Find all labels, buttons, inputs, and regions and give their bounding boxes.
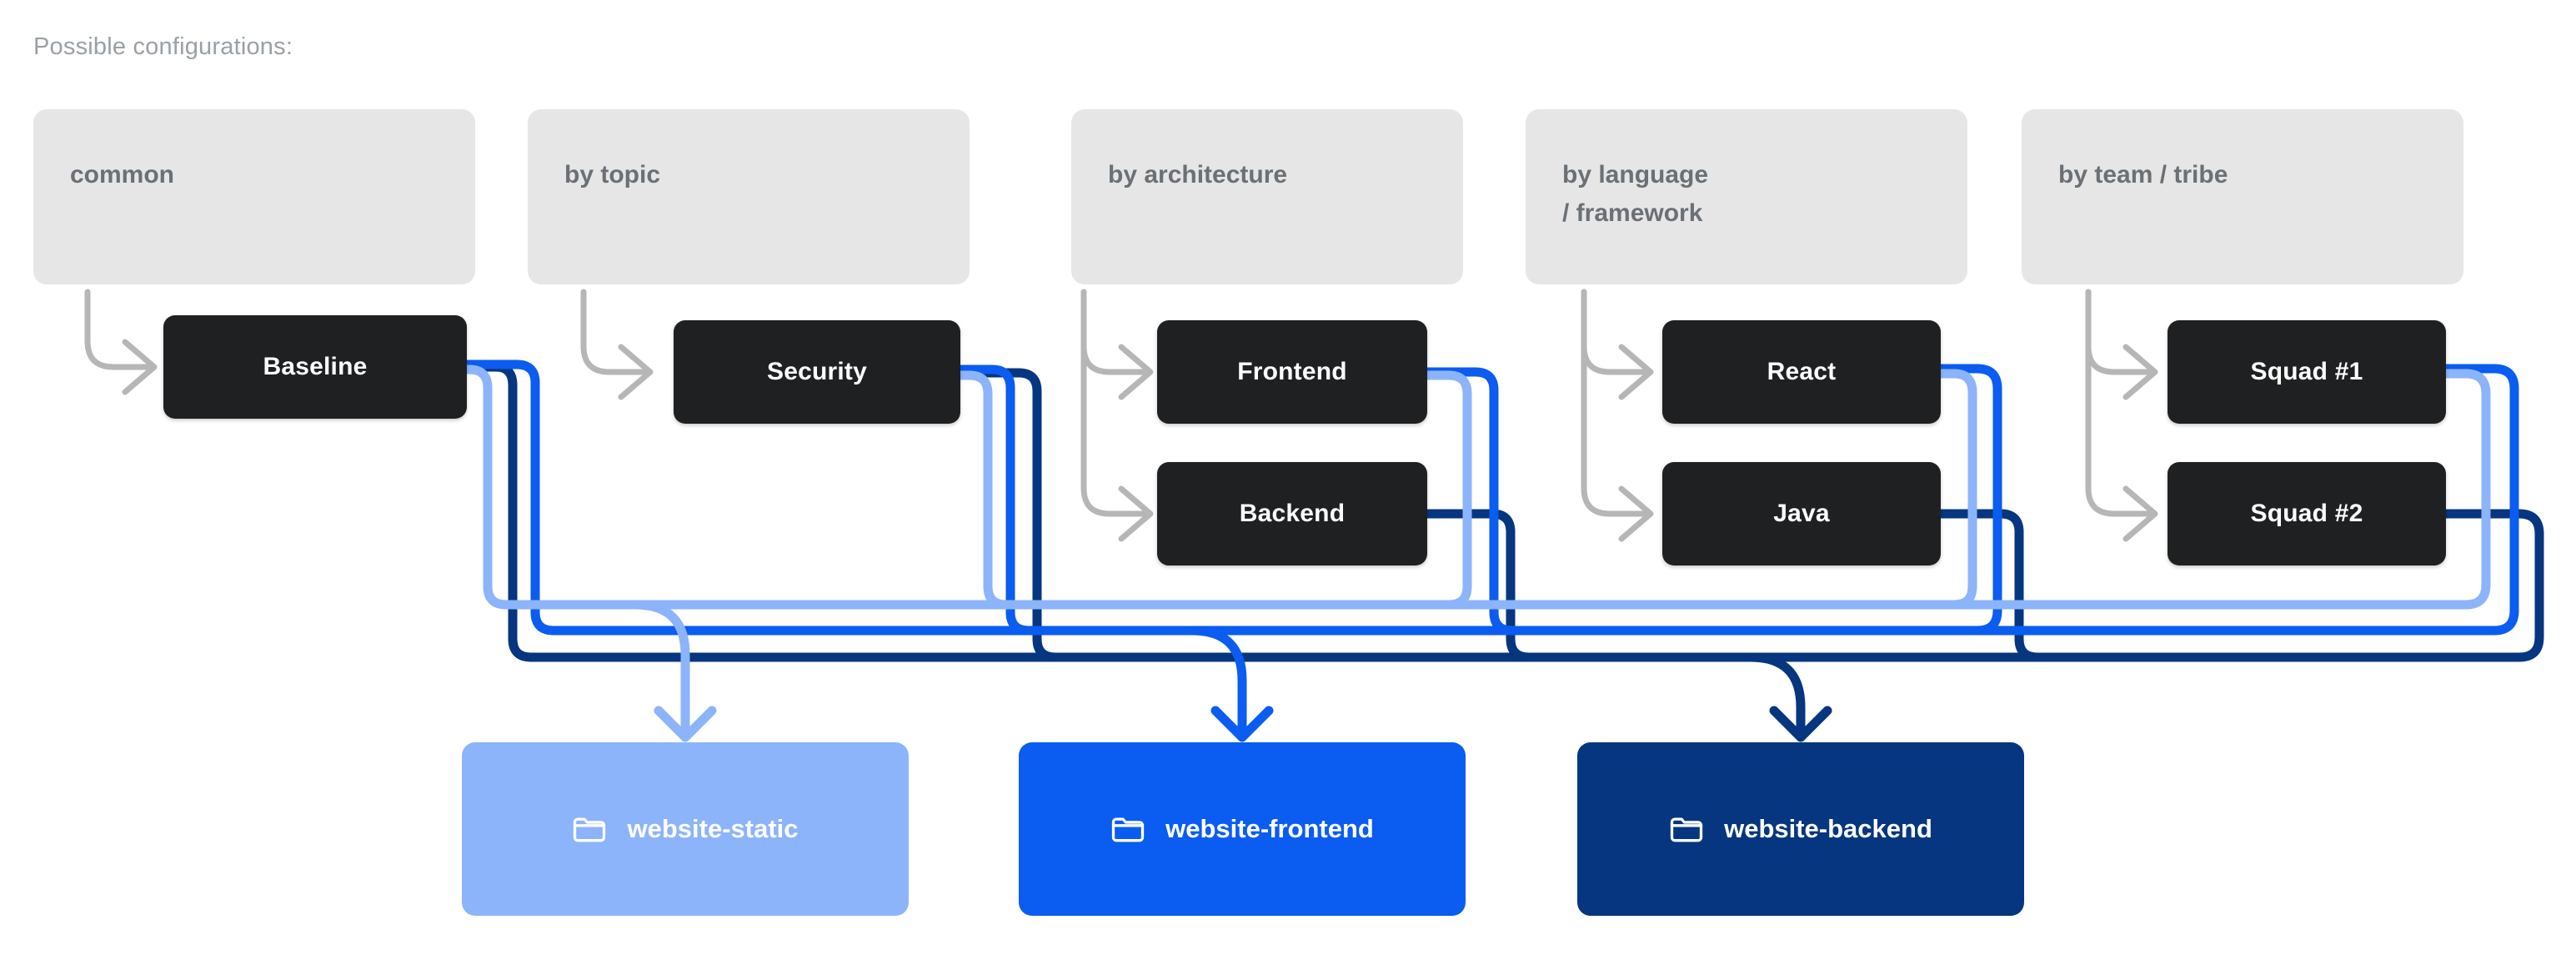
group-label-by-architecture: by architecture	[1108, 161, 1288, 188]
node-label-squad-1: Squad #1	[2250, 358, 2363, 385]
grey-arrow-by-language-java	[1581, 289, 1654, 542]
node-label-squad-2: Squad #2	[2250, 500, 2363, 527]
grey-arrow-by-topic	[580, 289, 654, 400]
node-label-react: React	[1767, 358, 1837, 385]
repo-website-frontend[interactable]: website-frontend	[1019, 742, 1466, 916]
repo-website-static[interactable]: website-static	[462, 742, 909, 916]
folder-icon	[1670, 817, 1703, 842]
node-label-frontend: Frontend	[1237, 358, 1347, 385]
node-frontend[interactable]: Frontend	[1157, 320, 1427, 424]
arrowhead-website-static	[654, 706, 717, 742]
group-card-common: common	[33, 109, 475, 284]
node-label-backend: Backend	[1239, 500, 1346, 527]
wire-bright-blue-merge-drop	[1187, 626, 1247, 739]
node-react[interactable]: React	[1662, 320, 1941, 424]
node-squad-2[interactable]: Squad #2	[2168, 462, 2446, 565]
node-squad-1[interactable]: Squad #1	[2168, 320, 2446, 424]
wire-baseline-to-website-backend	[462, 362, 1806, 662]
repo-label-website-frontend: website-frontend	[1165, 814, 1374, 843]
group-label-by-topic: by topic	[564, 161, 661, 188]
folder-icon	[1111, 817, 1145, 842]
node-backend[interactable]: Backend	[1157, 462, 1427, 565]
group-label-by-language: by language / framework	[1562, 161, 1709, 227]
node-security[interactable]: Security	[674, 320, 960, 424]
node-label-baseline: Baseline	[263, 353, 368, 380]
group-label-by-team: by team / tribe	[2058, 161, 2228, 188]
group-card-by-team: by team / tribe	[2022, 109, 2463, 284]
repo-label-website-backend: website-backend	[1724, 814, 1932, 843]
wire-navy-merge-drop	[1746, 652, 1806, 739]
repo-label-website-static: website-static	[627, 814, 799, 843]
folder-icon	[574, 817, 606, 842]
repo-website-backend[interactable]: website-backend	[1577, 742, 2024, 916]
arrowhead-website-frontend	[1210, 706, 1274, 742]
group-card-by-topic: by topic	[528, 109, 970, 284]
grey-arrow-by-architecture-backend	[1080, 289, 1154, 542]
grey-arrow-by-team-squad1	[2085, 289, 2158, 400]
node-java[interactable]: Java	[1662, 462, 1941, 565]
group-card-by-language: by language / framework	[1526, 109, 1967, 284]
node-baseline[interactable]: Baseline	[163, 315, 467, 419]
arrowhead-website-backend	[1769, 706, 1832, 742]
page-title: Possible configurations:	[33, 33, 293, 60]
grey-arrow-common	[84, 289, 158, 395]
wire-baseline-to-website-static	[462, 364, 690, 610]
grey-arrow-by-language-react	[1581, 289, 1654, 400]
group-label-common: common	[70, 161, 175, 188]
grey-arrow-by-architecture-frontend	[1080, 289, 1154, 400]
node-label-java: Java	[1773, 500, 1830, 527]
node-label-security: Security	[767, 358, 867, 385]
wire-light-blue-merge-drop	[630, 600, 690, 739]
group-card-by-architecture: by architecture	[1071, 109, 1463, 284]
grey-arrow-by-team-squad2	[2085, 289, 2158, 542]
